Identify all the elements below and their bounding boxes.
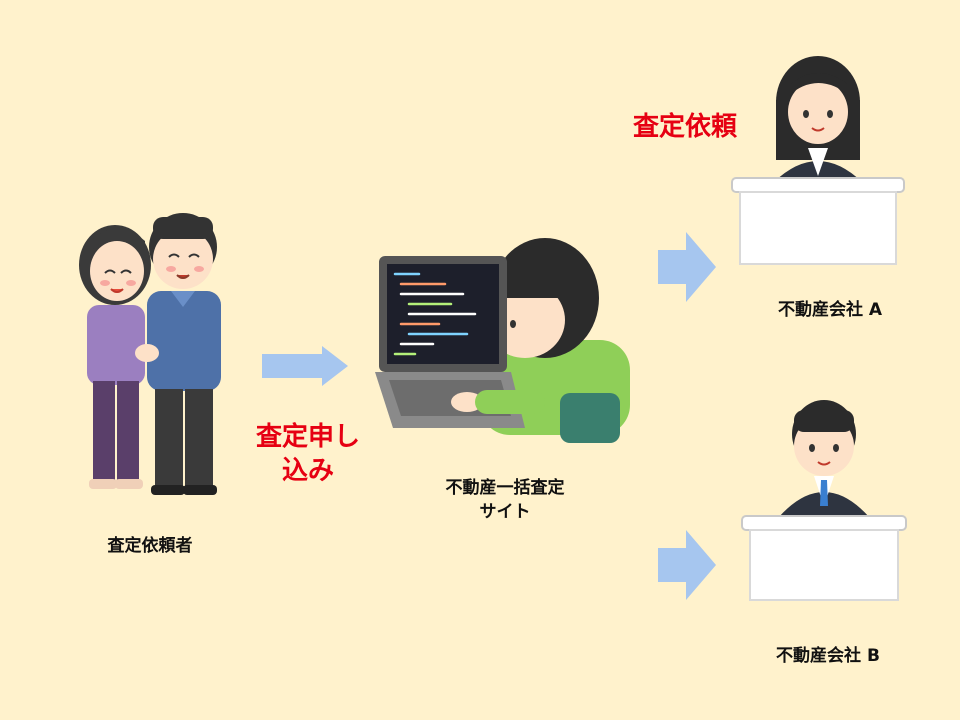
arrow-right-icon: [658, 530, 716, 600]
application-label-line1: 査定申し: [255, 422, 360, 452]
requester-label: 査定依頼者: [107, 536, 193, 556]
application-label-line2: 込み: [281, 456, 334, 486]
agent-woman-illustration: [731, 56, 905, 265]
application-label: 査定申し 込み: [238, 420, 378, 488]
site-label: 不動産一括査定 サイト: [400, 476, 610, 524]
agent-man-illustration: [741, 400, 907, 601]
arrow-right-icon: [262, 346, 348, 386]
arrow-right-icon: [658, 232, 716, 302]
computer-user-illustration: [375, 238, 630, 443]
site-label-line2: サイト: [479, 502, 531, 522]
company-b-label: 不動産会社 B: [776, 646, 880, 666]
company-a-label: 不動産会社 A: [777, 300, 883, 320]
request-label: 査定依頼: [632, 112, 737, 142]
couple-illustration: [79, 213, 221, 495]
site-label-line1: 不動産一括査定: [445, 478, 565, 498]
